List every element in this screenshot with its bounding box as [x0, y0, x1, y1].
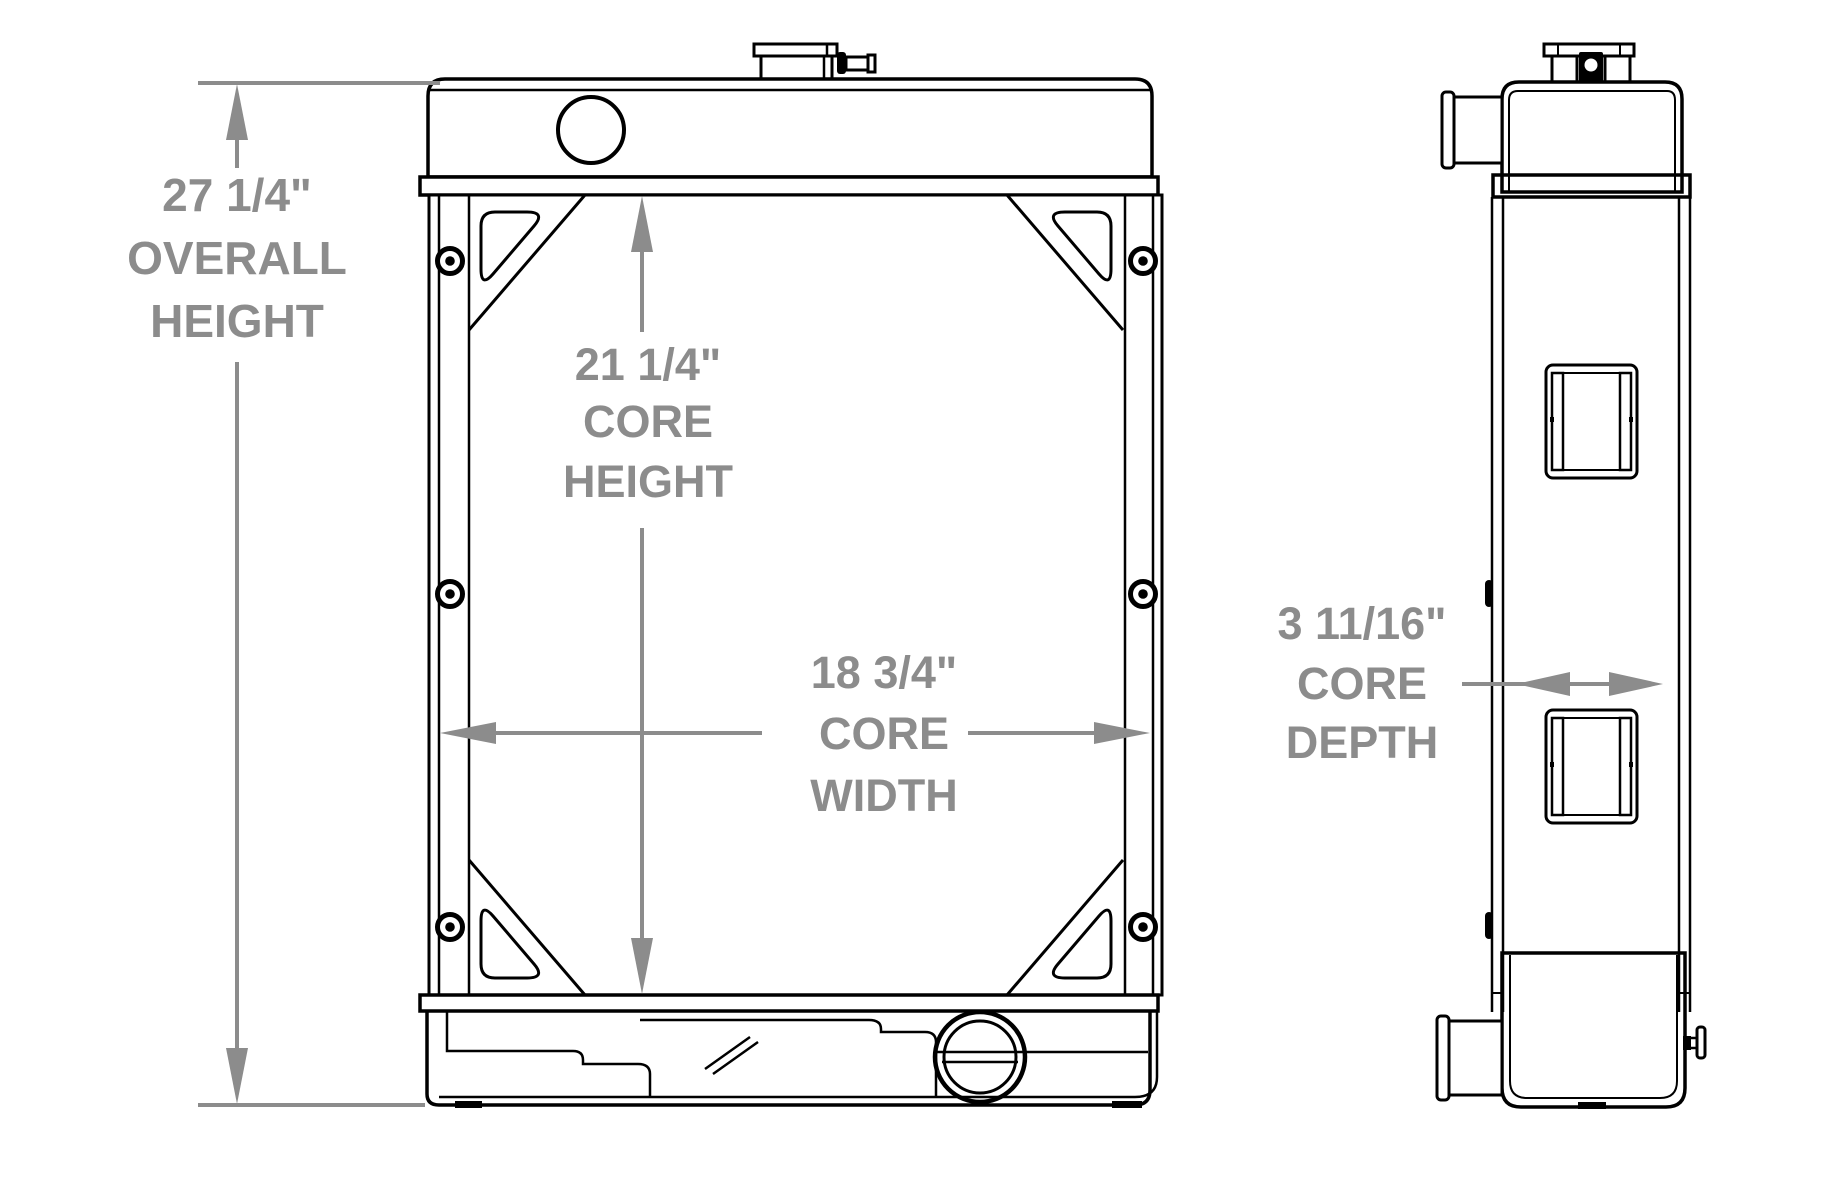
arrow-up [631, 196, 653, 252]
core-height-label-2: HEIGHT [563, 456, 733, 507]
overall-height-label-2: HEIGHT [150, 295, 324, 347]
corner-bracket-bottom-left [467, 859, 587, 996]
core-width-label-1: CORE [819, 708, 949, 759]
corner-bracket-top-left [467, 194, 587, 331]
filler-neck [556, 95, 626, 165]
outlet-pipe [1447, 1019, 1504, 1097]
overflow-flange [837, 52, 846, 74]
bracket-cutout [479, 210, 541, 282]
overall-height-value: 27 1/4" [162, 169, 312, 221]
foot-pad [455, 1101, 482, 1108]
overflow-tube-end [866, 53, 877, 74]
cap-plate-notches [1557, 44, 1621, 56]
bracket-frame [1544, 363, 1639, 480]
core-height-label-1: CORE [583, 396, 713, 447]
bottom-tank-step-right [640, 1018, 938, 1097]
arrow-up [226, 84, 248, 140]
top-tank [426, 77, 1154, 179]
cap-plate [752, 42, 839, 58]
arrow-left [440, 722, 496, 744]
dimension-core-width: 18 3/4" CORE WIDTH [440, 647, 1150, 821]
foot-pad [1578, 1102, 1606, 1109]
bracket-tick [1629, 417, 1633, 422]
outlet-pipe-flange [1435, 1014, 1451, 1102]
bracket-cutout [1051, 908, 1113, 980]
core-height-value: 21 1/4" [575, 339, 721, 390]
foot-pad [1112, 1101, 1142, 1108]
bracket-cutout [1051, 210, 1113, 282]
bottom-tank-inner-line [439, 1011, 1159, 1099]
core-width-value: 18 3/4" [811, 647, 957, 698]
bracket-edges [1552, 717, 1631, 816]
mounting-bolt [1128, 912, 1158, 942]
arrow-down [226, 1048, 248, 1104]
overall-height-label-1: OVERALL [127, 232, 347, 284]
radiator-cap-side [1542, 42, 1636, 85]
bottom-tank-brace [704, 1035, 759, 1076]
bracket-edges [1552, 372, 1631, 471]
bracket-diagonal [1005, 859, 1125, 996]
upper-flange-side [1491, 173, 1692, 199]
petcock-bump [1485, 580, 1493, 607]
drain-petcock [1683, 1025, 1707, 1060]
bracket-frame [1544, 708, 1639, 825]
drain-outlet-outer [932, 1009, 1028, 1105]
arrow-left [1516, 672, 1570, 696]
core-depth-value: 3 11/16" [1278, 598, 1447, 649]
top-tank-side-inner [1508, 90, 1676, 192]
bottom-tank-side-outline [1500, 951, 1687, 1109]
mounting-bolt [435, 912, 465, 942]
core-side-rails [1490, 197, 1692, 1012]
cap-post [1603, 54, 1632, 85]
cap-body [759, 54, 834, 81]
mounting-bolt [1128, 579, 1158, 609]
lower-flange [418, 993, 1160, 1013]
core-width-label-2: WIDTH [810, 770, 957, 821]
bottom-tank-step-left [445, 1011, 652, 1097]
upper-flange [418, 175, 1160, 197]
top-tank-side [1500, 80, 1684, 194]
bracket-diagonal [467, 194, 587, 331]
dimension-core-depth: 3 11/16" CORE DEPTH [1278, 598, 1663, 768]
bracket-cutout [479, 908, 541, 980]
inlet-pipe [1452, 95, 1504, 165]
mounting-bolts [435, 246, 1158, 942]
core [427, 193, 1164, 997]
mounting-bolt [1128, 246, 1158, 276]
arrow-down [631, 938, 653, 994]
front-view [418, 42, 1164, 1108]
core-depth-label-1: CORE [1297, 658, 1427, 709]
bottom-tank [425, 1009, 1159, 1108]
inlet-pipe-flange [1440, 90, 1456, 170]
core-depth-label-2: DEPTH [1286, 717, 1439, 768]
corner-bracket-top-right [1005, 194, 1125, 331]
bottom-tank-lines [936, 1050, 1148, 1064]
arrow-right [1094, 722, 1150, 744]
petcock-stem [1683, 1036, 1691, 1050]
bracket-tick [1629, 762, 1633, 767]
bracket-tick [1550, 762, 1554, 767]
drain-outlet-inner [942, 1019, 1018, 1095]
arrow-right [1609, 672, 1663, 696]
bracket-diagonal [467, 859, 587, 996]
side-bracket-lower [1544, 708, 1639, 825]
mounting-bolt [435, 579, 465, 609]
overflow-tube [844, 55, 871, 72]
bottom-tank-outline [425, 1011, 1152, 1107]
side-bracket-upper [1544, 363, 1639, 480]
cap-stem-hole [1584, 58, 1598, 72]
side-view [1435, 42, 1707, 1109]
dimension-overall-height: 27 1/4" OVERALL HEIGHT [127, 81, 440, 1107]
bottom-tank-side-inner [1509, 955, 1678, 1099]
bracket-tick [1550, 417, 1554, 422]
bracket-diagonal [1005, 194, 1125, 331]
corner-bracket-bottom-right [1005, 859, 1125, 996]
mounting-bolt [435, 246, 465, 276]
radiator-cap [752, 42, 877, 81]
bottom-tank-side [1500, 951, 1687, 1109]
petcock-handle [1695, 1025, 1707, 1060]
petcock-bump [1485, 912, 1493, 939]
cap-post [1550, 54, 1579, 85]
